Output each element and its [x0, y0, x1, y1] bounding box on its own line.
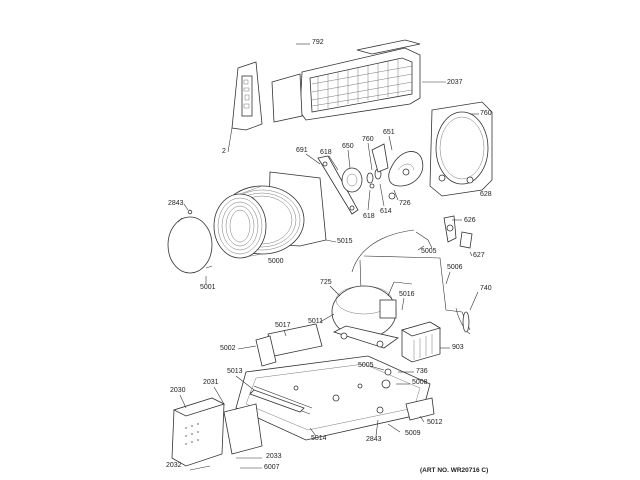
part-callout-2032: 2032	[166, 462, 182, 469]
part-callout-903: 903	[452, 344, 464, 351]
part-callout-618: 618	[363, 213, 375, 220]
part-callout-760: 760	[480, 110, 492, 117]
callout-labels: 792 2037 760 2 691 618 650 760 651 628 2843 618 614 7…	[166, 39, 492, 471]
part-callout-5014: 5014	[311, 435, 327, 442]
part-callout-614: 614	[380, 208, 392, 215]
control-box	[171, 397, 263, 471]
fan-motor-assembly	[317, 143, 424, 215]
part-callout-5001: 5001	[200, 284, 216, 291]
part-callout-6007: 6007	[264, 464, 280, 471]
part-callout-651: 651	[383, 129, 395, 136]
bracket-5012	[381, 368, 435, 421]
control-bracket	[227, 61, 263, 153]
part-callout-5006: 5006	[447, 264, 463, 271]
compressor	[331, 281, 413, 349]
part-callout-792: 792	[312, 39, 324, 46]
part-callout-5005: 5005	[358, 362, 374, 369]
condenser-grille	[271, 39, 421, 123]
part-callout-618: 618	[320, 149, 332, 156]
part-callout-5013: 5013	[227, 368, 243, 375]
retaining-ring	[167, 209, 213, 274]
electrical-box-903	[401, 321, 441, 363]
part-callout-5015: 5015	[337, 238, 353, 245]
refrigerant-tubing	[351, 229, 471, 335]
part-callout-725: 725	[320, 279, 332, 286]
condenser-coil	[213, 171, 327, 259]
relay-clip-parts	[443, 215, 473, 249]
part-callout-2030: 2030	[170, 387, 186, 394]
part-callout-5012: 5012	[427, 419, 443, 426]
part-callout-5005: 5005	[421, 248, 437, 255]
part-callout-5008: 5008	[412, 379, 428, 386]
part-callout-2: 2	[222, 148, 226, 155]
leader-lines	[179, 43, 479, 437]
part-callout-5000: 5000	[268, 258, 284, 265]
base-pan	[235, 323, 431, 441]
part-callout-691: 691	[296, 147, 308, 154]
part-callout-2843: 2843	[366, 436, 382, 443]
part-callout-736: 736	[416, 368, 428, 375]
part-callout-626: 626	[464, 217, 476, 224]
part-callout-726: 726	[399, 200, 411, 207]
part-callout-5009: 5009	[405, 430, 421, 437]
art-number: (ART NO. WR20716 C)	[420, 467, 488, 474]
part-callout-5016: 5016	[399, 291, 415, 298]
part-callout-2037: 2037	[447, 79, 463, 86]
part-callout-627: 627	[473, 252, 485, 259]
part-callout-740: 740	[480, 285, 492, 292]
part-callout-650: 650	[342, 143, 354, 150]
part-callout-5011: 5011	[308, 318, 323, 325]
part-callout-5017: 5017	[275, 322, 291, 329]
fan-shroud	[429, 101, 493, 197]
part-callout-5002: 5002	[220, 345, 236, 352]
part-callout-760: 760	[362, 136, 374, 143]
part-callout-2843: 2843	[168, 200, 184, 207]
part-callout-628: 628	[480, 191, 492, 198]
part-callout-2031: 2031	[203, 379, 219, 386]
part-callout-2033: 2033	[266, 453, 282, 460]
